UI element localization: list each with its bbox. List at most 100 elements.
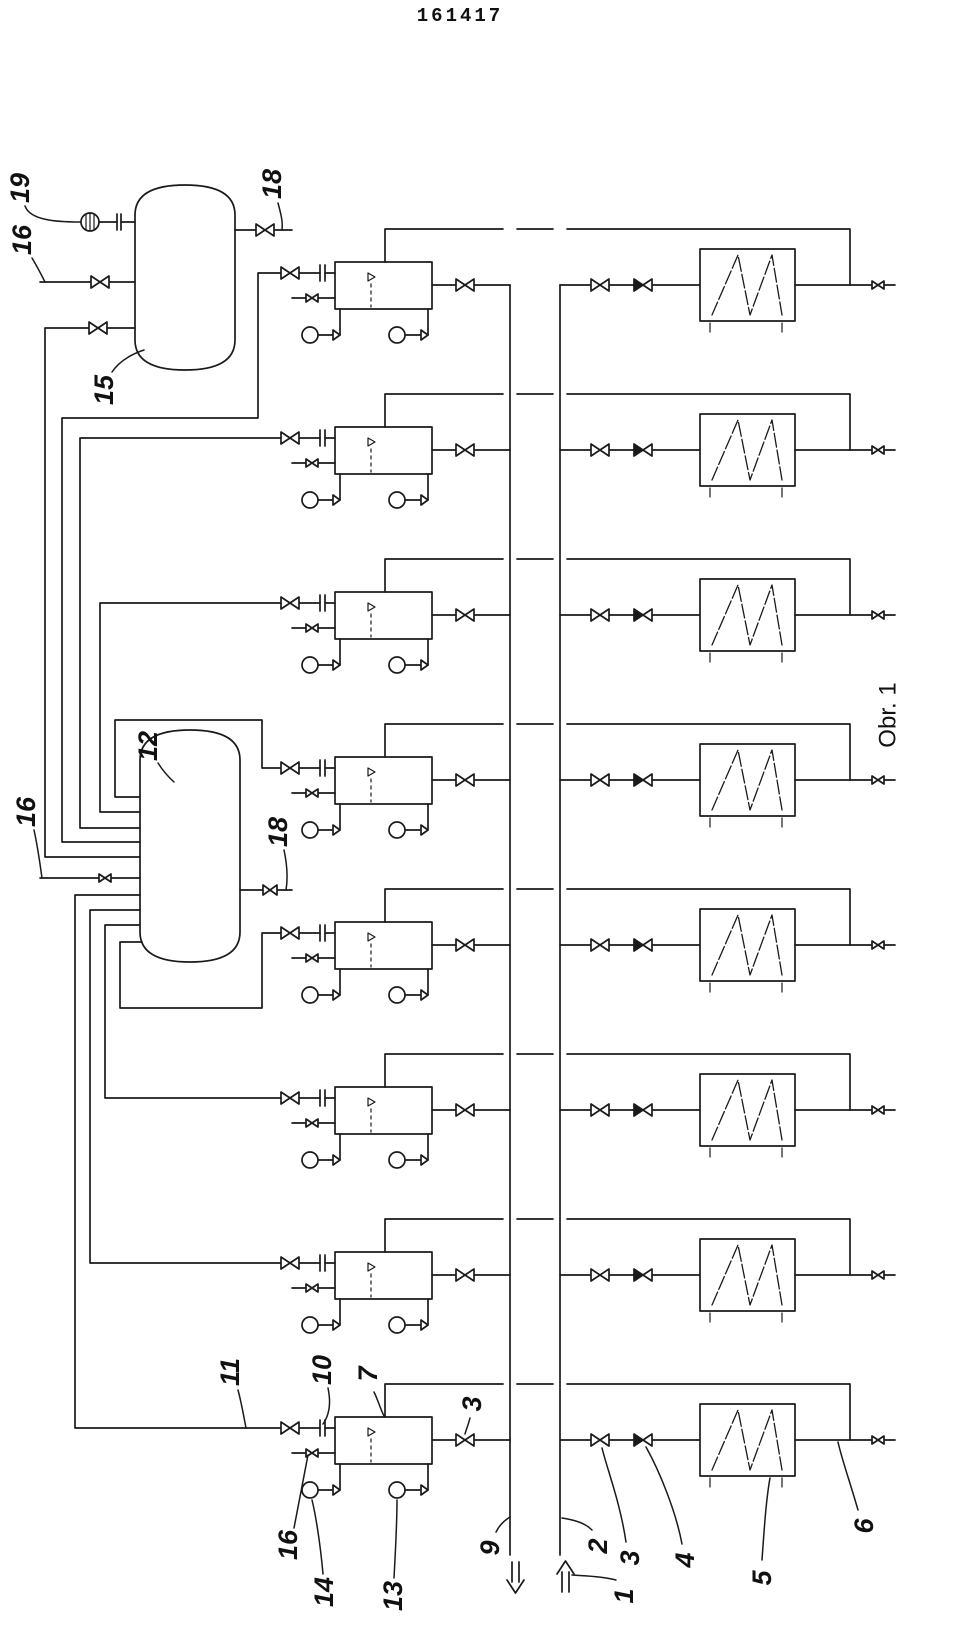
feed-valve: [590, 1433, 610, 1447]
leader-16-bottom: [293, 1454, 309, 1529]
gauge-arrow: [420, 1484, 429, 1496]
leader-3-right: [601, 1447, 627, 1543]
upper-outlet-valve: [255, 223, 275, 237]
gauge-arrow: [420, 659, 429, 671]
leader-13: [393, 1499, 398, 1579]
separator-box: [334, 261, 433, 310]
outlet-valve: [455, 1433, 475, 1447]
process-unit-7: [89, 909, 896, 1334]
collector-line: [89, 909, 321, 1264]
gauge-circle: [388, 821, 406, 839]
outlet-valve: [455, 938, 475, 952]
gauge-circle: [388, 491, 406, 509]
upper-vessel-group: [39, 184, 293, 858]
separator-box: [334, 921, 433, 970]
check-valve-filled: [633, 443, 644, 457]
upper-vessel: [134, 184, 236, 371]
check-valve-open: [642, 1433, 653, 1447]
check-valve-filled: [633, 1433, 644, 1447]
check-valve-open: [642, 773, 653, 787]
level-mark: [367, 767, 376, 777]
leader-12: [157, 762, 175, 783]
collector-valve: [280, 761, 300, 775]
leader-1: [571, 1574, 617, 1581]
gauge-circle: [301, 1151, 319, 1169]
check-valve-filled: [633, 608, 644, 622]
separator-box: [334, 1416, 433, 1465]
gauge-circle: [388, 656, 406, 674]
middle-vessel-group: [39, 729, 293, 963]
check-valve-filled: [633, 1103, 644, 1117]
sight-glass-lines: [85, 212, 95, 232]
gauge-arrow: [420, 1154, 429, 1166]
leader-10: [322, 1387, 331, 1425]
process-rows: [61, 228, 896, 1499]
callout-13: 13: [378, 1581, 408, 1611]
callout-3-right: 3: [615, 1550, 645, 1565]
outlet-line-valve: [871, 1435, 885, 1445]
return-line: [384, 1383, 851, 1441]
gauge-arrow: [420, 329, 429, 341]
gauge-circle: [388, 326, 406, 344]
check-valve-open: [642, 1103, 653, 1117]
small-inlet-valve: [305, 1283, 319, 1293]
leader-15: [111, 349, 145, 373]
level-mark: [367, 1427, 376, 1437]
leader-6: [837, 1441, 859, 1511]
outlet-valve: [455, 1103, 475, 1117]
upper-inlet-valve: [90, 275, 110, 289]
heater-box: [699, 1403, 796, 1477]
leader-18-mid: [283, 849, 288, 891]
small-inlet-valve: [305, 1118, 319, 1128]
leader-9: [495, 1516, 511, 1533]
level-mark: [367, 272, 376, 282]
feed-valve: [590, 443, 610, 457]
gauge-circle: [388, 1151, 406, 1169]
callout-9: 9: [475, 1540, 505, 1555]
collector-valve: [280, 1256, 300, 1270]
heater-coil: [711, 749, 783, 811]
collector-line: [74, 894, 321, 1429]
separator-box: [334, 1086, 433, 1135]
gauge-arrow: [420, 989, 429, 1001]
flow-arrow-up: [556, 1560, 575, 1593]
separator-box: [334, 1251, 433, 1300]
callout-11: 11: [215, 1358, 245, 1386]
leader-2: [561, 1517, 593, 1531]
separator-box: [334, 426, 433, 475]
gauge-arrow: [420, 494, 429, 506]
heater-coil: [711, 1079, 783, 1141]
collector-valve: [280, 926, 300, 940]
callout-3-left: 3: [457, 1396, 487, 1411]
gauge-arrow: [332, 1154, 341, 1166]
process-unit-2: [79, 393, 896, 829]
collector-valve: [280, 1091, 300, 1105]
callout-7: 7: [353, 1365, 383, 1382]
callout-10: 10: [307, 1355, 337, 1385]
outlet-line-valve: [871, 775, 885, 785]
feed-valve: [590, 1103, 610, 1117]
small-inlet-valve: [305, 293, 319, 303]
gauge-arrow: [332, 494, 341, 506]
process-unit-5: [119, 888, 896, 1009]
return-line: [384, 558, 851, 616]
check-valve-open: [642, 938, 653, 952]
collector-line: [104, 924, 321, 1099]
small-inlet-valve: [305, 623, 319, 633]
outlet-line-valve: [871, 445, 885, 455]
collector-line: [114, 719, 321, 798]
flow-arrow-down: [506, 1561, 525, 1594]
outlet-line-valve: [871, 940, 885, 950]
separator-box: [334, 591, 433, 640]
outlet-valve: [455, 773, 475, 787]
check-valve-filled: [633, 1268, 644, 1282]
heater-coil: [711, 1244, 783, 1306]
callout-16-top: 16: [7, 224, 37, 255]
small-inlet-valve: [305, 788, 319, 798]
heater-coil: [711, 254, 783, 316]
heater-box: [699, 248, 796, 322]
gauge-circle: [301, 821, 319, 839]
level-mark: [367, 1097, 376, 1107]
small-inlet-valve: [305, 1448, 319, 1458]
leader-7: [373, 1391, 385, 1417]
